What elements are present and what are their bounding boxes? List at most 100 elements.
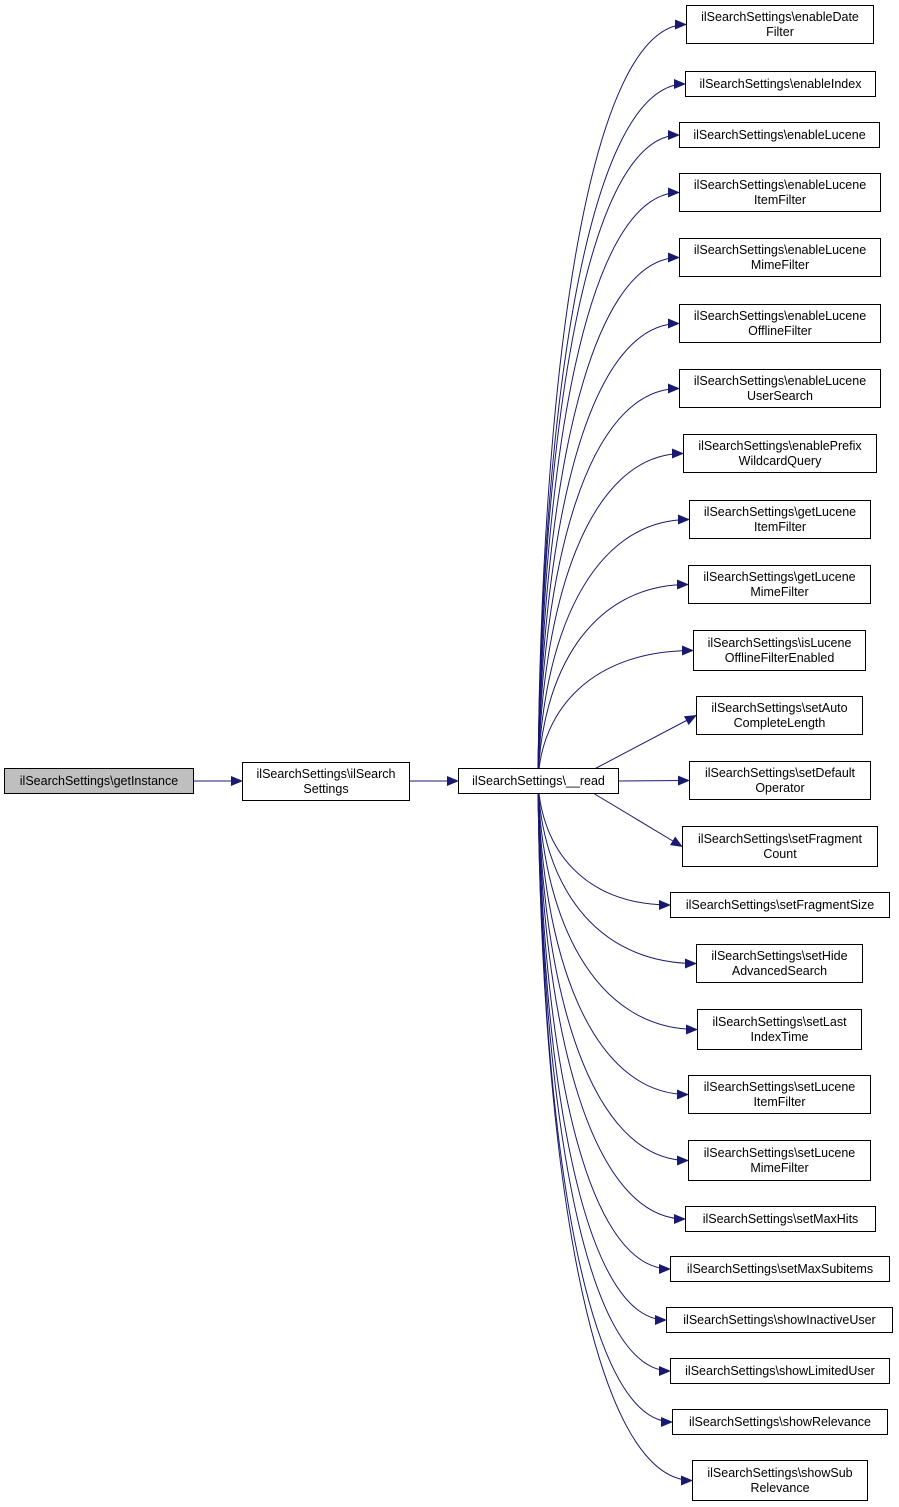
edge-read-to-callee	[537, 448, 684, 782]
node-label-line: ilSearchSettings\setFragmentSize	[685, 897, 875, 912]
edge-read-to-callee	[537, 780, 671, 1274]
edge-read-to-callee	[537, 780, 671, 910]
node-label-line: ilSearchSettings\setLucene	[703, 1145, 856, 1160]
node-label-line: ItemFilter	[753, 1094, 806, 1109]
node-label-line: WildcardQuery	[738, 453, 822, 468]
node-read[interactable]: ilSearchSettings\__read	[458, 768, 619, 794]
node-label-line: OfflineFilter	[748, 323, 812, 338]
node-callee[interactable]: ilSearchSettings\setMaxSubitems	[670, 1256, 890, 1282]
edge-read-to-callee	[537, 383, 680, 782]
node-label-line: ItemFilter	[753, 519, 807, 534]
node-label-line: ilSearchSettings\enableDate	[701, 9, 859, 24]
node-label-line: ilSearchSettings\setLucene	[703, 1079, 856, 1094]
node-label-line: Count	[763, 846, 797, 861]
node-label-line: ilSearchSettings\enableLucene	[693, 177, 867, 192]
node-label-line: Settings	[303, 781, 349, 796]
edge-read-to-callee	[537, 780, 671, 1376]
node-label-line: ilSearchSettings\setMaxSubitems	[686, 1261, 874, 1276]
node-label-line: ilSearchSettings\getLucene	[703, 569, 856, 584]
edge-read-to-callee	[537, 780, 667, 1325]
node-label-line: ilSearchSettings\setLast	[712, 1014, 847, 1029]
edge-read-to-callee	[537, 130, 680, 782]
edge-read-to-callee	[537, 514, 690, 782]
node-callee[interactable]: ilSearchSettings\showLimitedUser	[670, 1358, 890, 1384]
node-label-line: ilSearchSettings\enableLucene	[693, 308, 867, 323]
node-callee[interactable]: ilSearchSettings\setMaxHits	[685, 1206, 876, 1232]
node-get-instance[interactable]: ilSearchSettings\getInstance	[4, 768, 194, 794]
node-label-line: MimeFilter	[750, 584, 809, 599]
node-label-line: Relevance	[750, 1480, 810, 1495]
node-callee[interactable]: ilSearchSettings\enableLucene	[679, 122, 880, 148]
edge-read-to-callee	[618, 775, 690, 786]
edge-read-to-callee	[537, 780, 698, 1035]
edge-read-to-callee	[537, 252, 680, 782]
node-label-line: CompleteLength	[733, 715, 826, 730]
node-label-line: ilSearchSettings\showSub	[707, 1465, 853, 1480]
edge-read-to-callee	[537, 780, 689, 1100]
edge-read-to-callee	[537, 780, 693, 1486]
edge-read-to-callee	[537, 780, 686, 1224]
node-label-line: UserSearch	[747, 388, 813, 403]
edge-read-to-callee	[537, 579, 689, 782]
node-label-line: MimeFilter	[750, 257, 810, 272]
node-label-line: ilSearchSettings\enableIndex	[699, 76, 862, 91]
node-label-line: ilSearchSettings\setAuto	[711, 700, 848, 715]
edge-read-to-callee	[582, 786, 683, 848]
edge-read-to-callee	[537, 187, 680, 782]
edge-read-to-callee	[537, 780, 673, 1427]
node-callee[interactable]: ilSearchSettings\setFragmentSize	[670, 892, 890, 918]
node-label-line: Filter	[766, 24, 794, 39]
node-label-line: ilSearchSettings\setFragment	[698, 831, 862, 846]
node-label-line: ilSearchSettings\ilSearch	[256, 766, 396, 781]
edge-read-to-callee	[537, 645, 694, 782]
node-callee[interactable]: ilSearchSettings\showInactiveUser	[666, 1307, 893, 1333]
node-label-line: ilSearchSettings\enableLucene	[693, 127, 866, 142]
node-label-line: ilSearchSettings\setHide	[711, 948, 848, 963]
node-label-line: AdvancedSearch	[731, 963, 828, 978]
node-label-line: ItemFilter	[753, 192, 807, 207]
node-label-line: ilSearchSettings\enableLucene	[693, 242, 867, 257]
node-label-line: ilSearchSettings\showRelevance	[688, 1414, 872, 1429]
edge-read-to-callee	[537, 79, 686, 782]
edge-read-to-callee	[582, 715, 697, 776]
edge-read-to-callee	[537, 19, 687, 782]
edge-read-to-callee	[537, 780, 697, 969]
node-label-line: Operator	[755, 780, 805, 795]
node-label-line: ilSearchSettings\enablePrefix	[698, 438, 862, 453]
node-label-line: MimeFilter	[750, 1160, 809, 1175]
node-label-line: ilSearchSettings\enableLucene	[693, 373, 867, 388]
node-label-line: ilSearchSettings\__read	[472, 773, 605, 788]
node-label-line: ilSearchSettings\setMaxHits	[702, 1211, 859, 1226]
node-label-line: ilSearchSettings\getLucene	[703, 504, 857, 519]
node-label-line: ilSearchSettings\setDefault	[704, 765, 856, 780]
node-callee[interactable]: ilSearchSettings\enableIndex	[685, 71, 876, 97]
node-label-line: IndexTime	[750, 1029, 809, 1044]
node-label-line: ilSearchSettings\isLucene	[707, 635, 852, 650]
node-label-line: ilSearchSettings\showLimitedUser	[685, 1363, 875, 1378]
node-label-line: OfflineFilterEnabled	[724, 650, 835, 665]
node-callee[interactable]: ilSearchSettings\showRelevance	[672, 1409, 888, 1435]
edge-read-to-callee	[537, 780, 689, 1166]
node-label-line: ilSearchSettings\getInstance	[19, 773, 179, 788]
edge-read-to-callee	[537, 318, 680, 782]
node-label-line: ilSearchSettings\showInactiveUser	[683, 1312, 876, 1327]
